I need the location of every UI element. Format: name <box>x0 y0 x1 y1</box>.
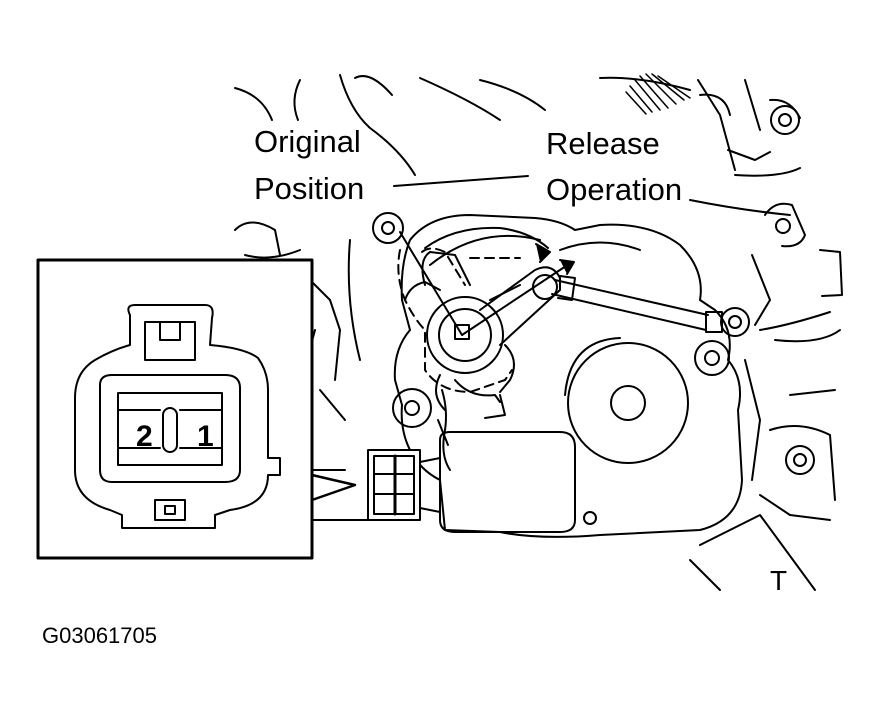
label-leader-line <box>393 175 529 187</box>
connector-inset <box>36 258 357 560</box>
original-pointer-line <box>399 231 463 336</box>
connector-pin-1: 1 <box>197 420 214 453</box>
original-position-label-line1: Original <box>254 124 361 159</box>
connector-pin-2: 2 <box>136 420 153 453</box>
original-position-label-line2: Position <box>254 171 364 206</box>
figure-code: G03061705 <box>42 623 157 648</box>
pivot-marker <box>454 324 470 340</box>
lever-assembly <box>404 251 561 446</box>
actuator-housing <box>392 214 743 538</box>
harness-wire <box>441 389 451 471</box>
linkage-rod <box>532 274 750 337</box>
release-pointer-line <box>461 261 573 336</box>
release-operation-label-line2: Operation <box>546 172 682 207</box>
view-marker-label: T <box>770 565 787 596</box>
background-structure <box>234 74 843 591</box>
release-operation-label-line1: Release <box>546 126 660 161</box>
release-pointer-arrow <box>559 259 575 275</box>
release-arc <box>424 226 549 249</box>
release-arrow-head <box>535 243 551 263</box>
actuator-connector <box>367 431 576 533</box>
hatched-region <box>625 73 691 115</box>
position-outline-dashed <box>397 247 521 393</box>
inset-callout-pointer <box>310 473 357 502</box>
